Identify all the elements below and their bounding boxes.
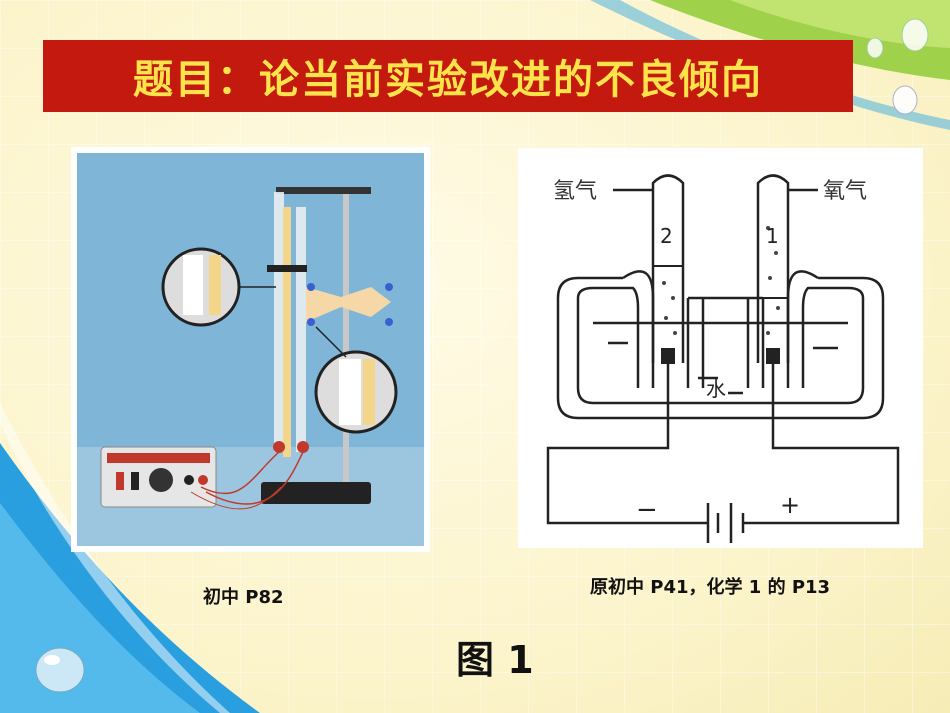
- tube-right-number: 1: [766, 224, 779, 248]
- left-figure-caption: 初中 P82: [203, 587, 284, 608]
- hydrogen-label: 氢气: [553, 179, 597, 204]
- title-banner: 题目：论当前实验改进的不良倾向: [43, 40, 853, 112]
- plus-sign: +: [780, 491, 800, 519]
- apparatus-photo: [71, 147, 430, 552]
- right-figure-caption: 原初中 P41，化学 1 的 P13: [590, 577, 831, 598]
- page-title: 题目：论当前实验改进的不良倾向: [133, 57, 763, 103]
- figure-label: 图 1: [456, 638, 534, 682]
- water-drop-icon: [866, 18, 929, 115]
- tube-left-number: 2: [660, 224, 673, 248]
- oxygen-label: 氧气: [823, 179, 867, 204]
- water-drop-icon: [35, 647, 85, 693]
- electrolysis-diagram: 氢气 氧气 2 1 水 − +: [518, 148, 923, 548]
- minus-sign: −: [636, 495, 658, 525]
- water-label: 水: [706, 377, 726, 401]
